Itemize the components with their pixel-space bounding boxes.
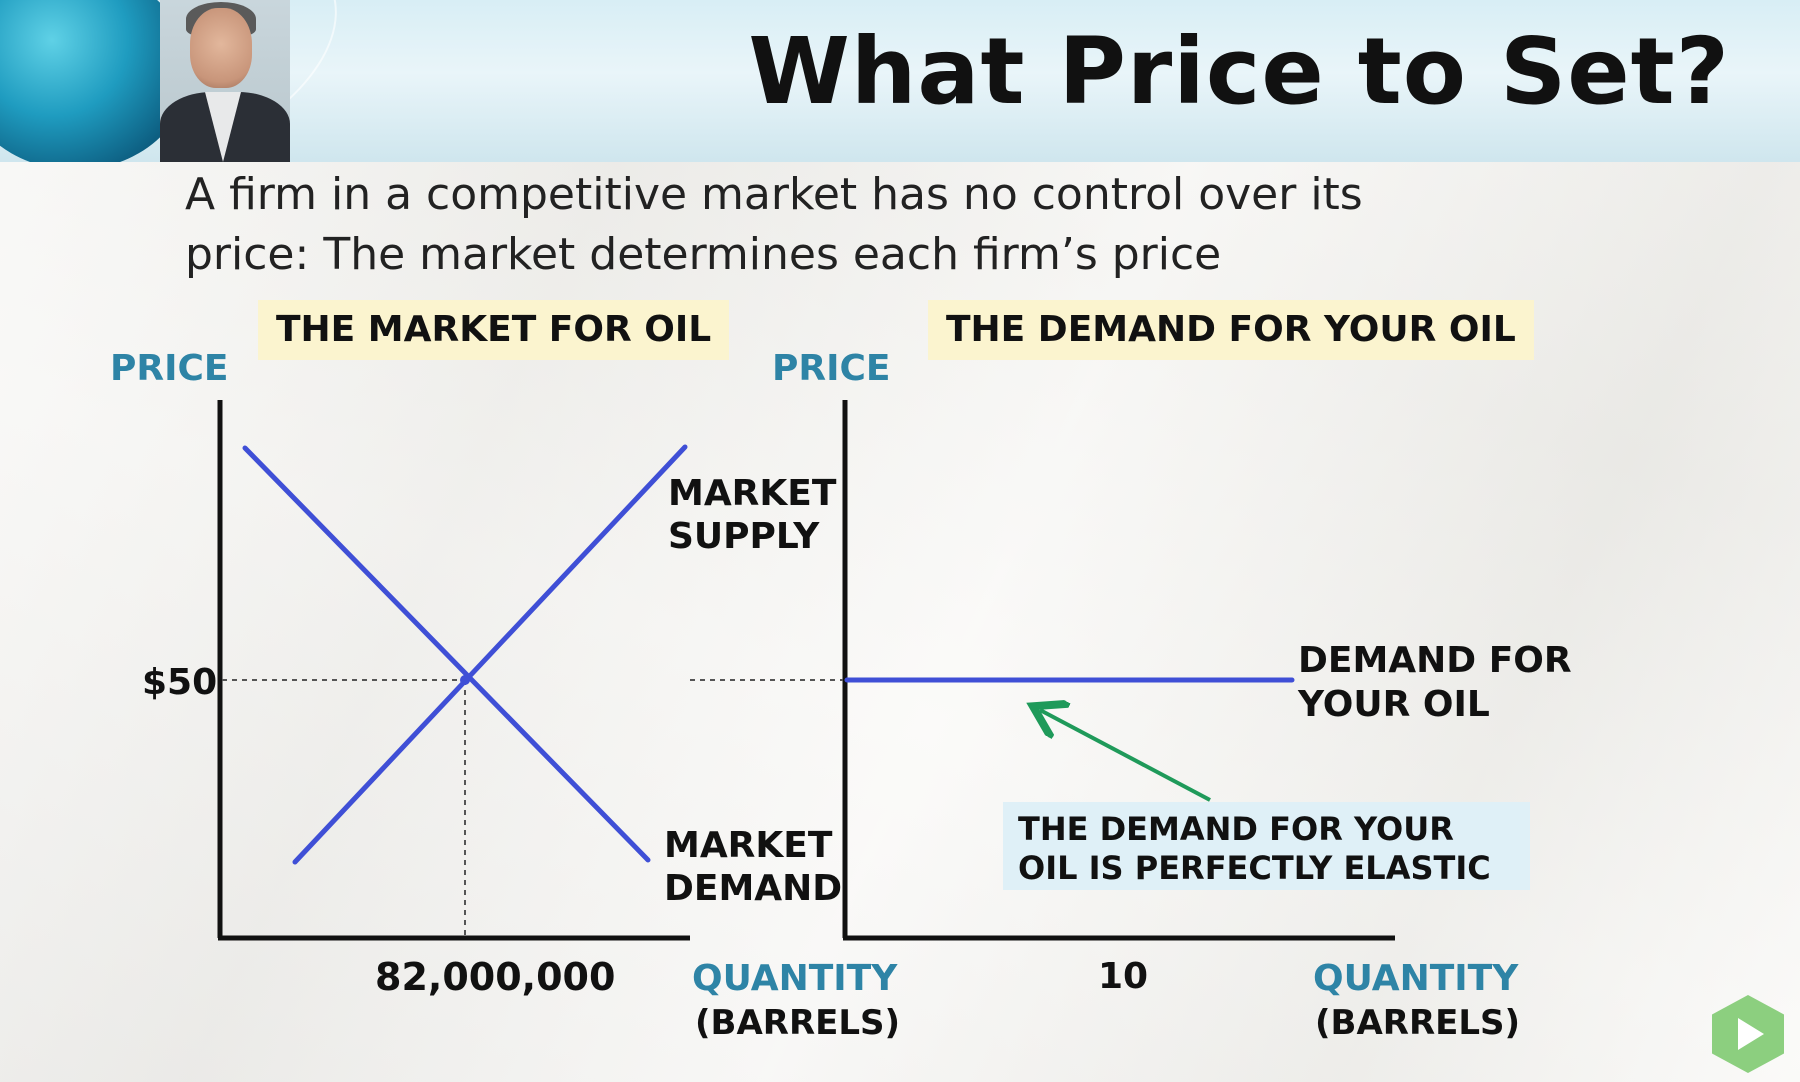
supply-label-line-2: SUPPLY <box>668 516 820 557</box>
firm-quantity-axis-label: QUANTITY <box>1313 958 1519 999</box>
market-quantity-units: (BARRELS) <box>695 1003 900 1043</box>
market-price-axis-label: PRICE <box>110 348 229 389</box>
demand-label-line-2: DEMAND <box>664 868 842 909</box>
elasticity-note-line-2: OIL IS PERFECTLY ELASTIC <box>1018 849 1491 887</box>
firm-price-axis-label: PRICE <box>772 348 891 389</box>
equilibrium-point <box>460 675 470 685</box>
subtitle-line-2: price: The market determines each firm’s… <box>185 229 1222 280</box>
presenter-video <box>160 0 290 162</box>
firm-chart-title: THE DEMAND FOR YOUR OIL <box>928 300 1534 360</box>
play-icon <box>1738 1018 1764 1050</box>
slide-subtitle: A firm in a competitive market has no co… <box>185 165 1485 285</box>
market-y-tick-label: $50 <box>142 662 217 703</box>
subtitle-line-1: A firm in a competitive market has no co… <box>185 169 1363 220</box>
slide-title: What Price to Set? <box>748 18 1730 125</box>
firm-quantity-units: (BARRELS) <box>1315 1003 1520 1043</box>
market-demand-line <box>242 445 651 863</box>
market-chart-title: THE MARKET FOR OIL <box>258 300 730 360</box>
slide-header: What Price to Set? <box>0 0 1800 162</box>
elasticity-note-box <box>1003 802 1530 890</box>
market-supply-line <box>292 444 688 865</box>
play-button[interactable] <box>1712 995 1784 1073</box>
firm-x-tick-label: 10 <box>1098 956 1148 997</box>
firm-demand-label-line-1: DEMAND FOR <box>1298 640 1572 681</box>
firm-demand-label-line-2: YOUR OIL <box>1297 684 1490 725</box>
presenter-head <box>190 8 252 88</box>
market-x-tick-label: 82,000,000 <box>375 955 615 999</box>
globe-logo <box>0 0 190 162</box>
elasticity-arrow <box>1040 710 1211 802</box>
demand-label-line-1: MARKET <box>664 825 833 866</box>
market-quantity-axis-label: QUANTITY <box>692 958 898 999</box>
supply-label-line-1: MARKET <box>668 473 837 514</box>
elasticity-note-line-1: THE DEMAND FOR YOUR <box>1018 810 1454 848</box>
